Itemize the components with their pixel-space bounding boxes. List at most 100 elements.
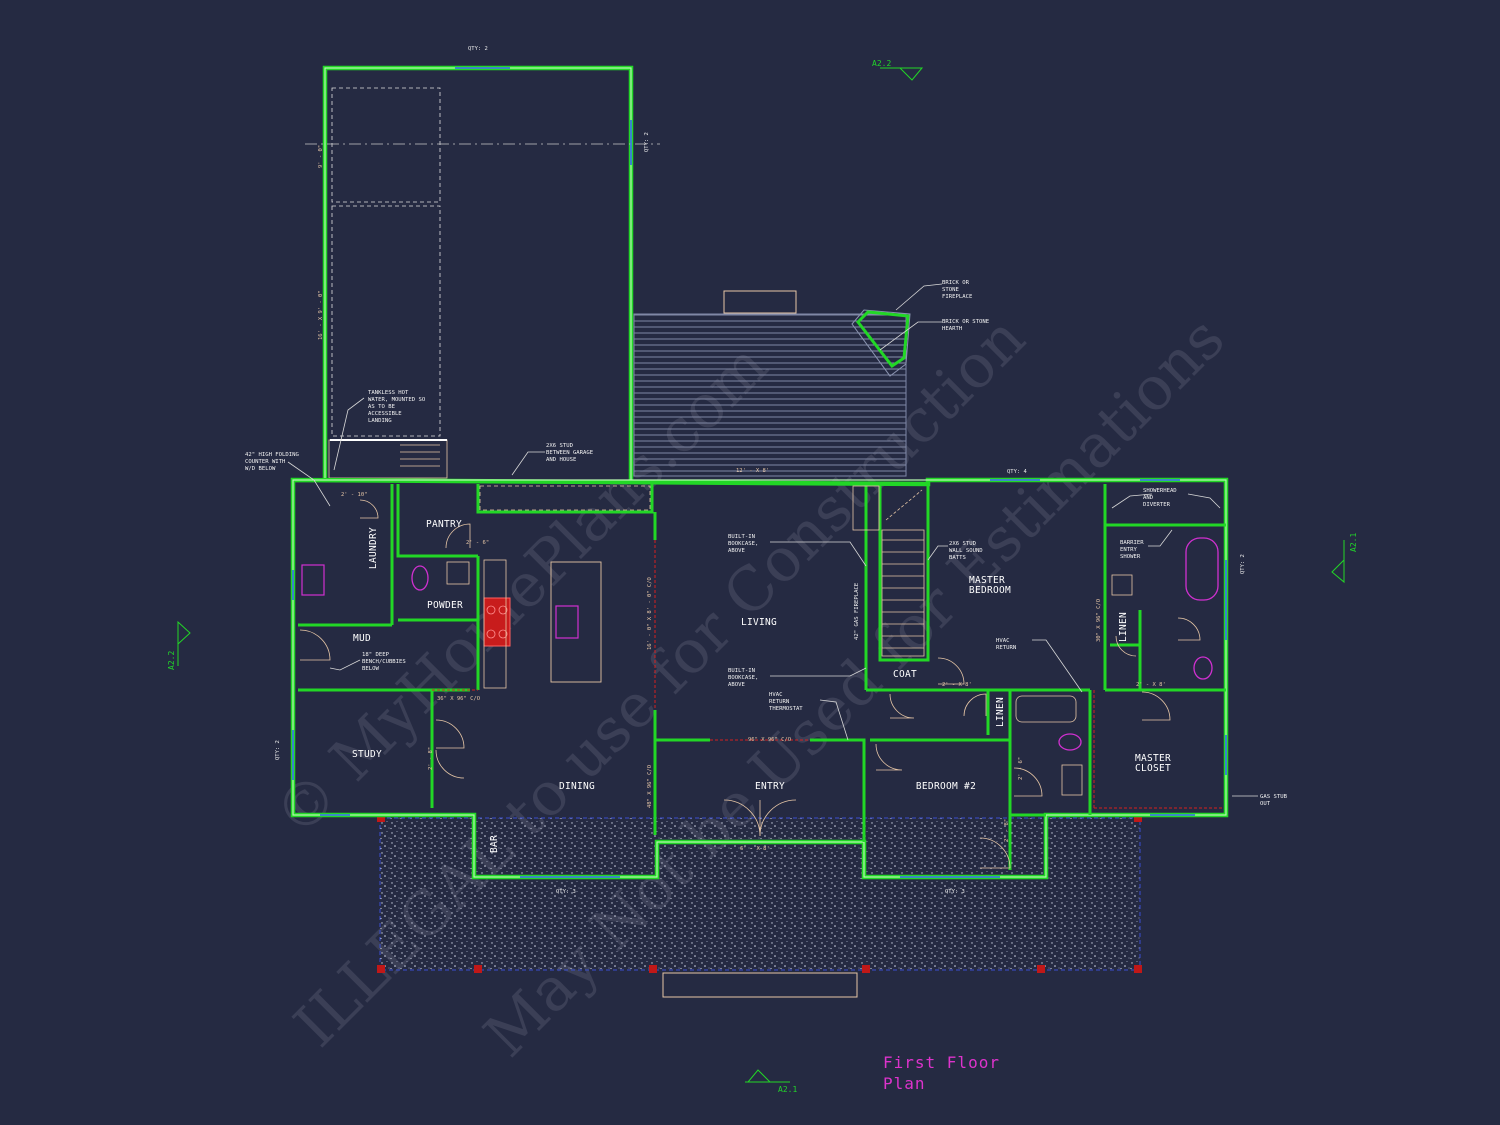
dim-door-laundry: 2' - 10" [341, 492, 368, 498]
note-cubbies: 18" DEEP BENCH/CUBBIES BELOW [362, 652, 406, 672]
svg-text:BETWEEN GARAGE: BETWEEN GARAGE [546, 450, 594, 456]
svg-text:42" HIGH FOLDING: 42" HIGH FOLDING [245, 452, 300, 458]
room-label-entry: ENTRY [755, 781, 785, 792]
svg-text:BOOKCASE,: BOOKCASE, [728, 541, 758, 547]
room-label-powder: POWDER [427, 600, 463, 611]
fireplace-hearth [851, 309, 911, 377]
room-label-linen-hall: LINEN [995, 697, 1006, 727]
stair [852, 485, 925, 657]
room-label-master-closet-2: CLOSET [1135, 763, 1171, 774]
note-showerhead: SHOWERHEAD AND DIVERTER [1143, 488, 1177, 508]
svg-text:RETURN: RETURN [769, 699, 789, 705]
drawing-title-line-1: First Floor [883, 1053, 1000, 1072]
dim-door-entry: 6' - X 8' [740, 846, 770, 852]
room-label-linen-bath: LINEN [1118, 612, 1129, 642]
note-fireplace: BRICK OR STONE FIREPLACE [942, 280, 973, 300]
note-stud-sound: 2X6 STUD WALL SOUND BATTS [949, 541, 983, 561]
dim-co-kitchen: 16' - 0" X 8' - 0" C/O [647, 577, 653, 650]
room-label-bedroom-2: BEDROOM #2 [916, 781, 976, 792]
porch-steps [662, 972, 858, 998]
porch-columns [377, 814, 1142, 973]
svg-text:AND HOUSE: AND HOUSE [546, 457, 577, 463]
note-stud-garage: 2X6 STUD BETWEEN GARAGE AND HOUSE [546, 443, 594, 463]
section-tag-left: A2.2 [167, 651, 176, 670]
leader-lines [287, 283, 1258, 797]
svg-text:BUILT-IN: BUILT-IN [728, 534, 755, 540]
fireplace [856, 310, 910, 369]
note-gas-stub: GAS STUB OUT [1260, 794, 1288, 807]
room-label-dining: DINING [559, 781, 595, 792]
svg-text:ACCESSIBLE: ACCESSIBLE [368, 411, 402, 417]
qty-garage-right: QTY: 2 [644, 132, 650, 152]
room-label-laundry: LAUNDRY [368, 527, 379, 569]
room-label-master-bedroom-2: BEDROOM [969, 585, 1011, 596]
svg-text:COUNTER WITH: COUNTER WITH [245, 459, 285, 465]
svg-text:BRICK OR STONE: BRICK OR STONE [942, 319, 990, 325]
svg-text:ABOVE: ABOVE [728, 682, 745, 688]
svg-text:STONE: STONE [942, 287, 959, 293]
rear-deck [633, 313, 907, 477]
dim-co-entry: 96" X 96" C/O [748, 737, 791, 743]
deck-steps [723, 290, 797, 314]
svg-text:AND: AND [1143, 495, 1154, 501]
note-barrier-shower: BARRIER ENTRY SHOWER [1120, 540, 1144, 560]
svg-text:ENTRY: ENTRY [1120, 547, 1137, 553]
svg-text:HVAC: HVAC [996, 638, 1009, 644]
dim-door-study: 2' - 8" [428, 747, 434, 770]
section-tag-bottom: A2.1 [778, 1085, 797, 1094]
dim-co-dining-2: 48" X 96" C/O [647, 765, 653, 808]
room-label-master-bedroom-1: MASTER [969, 575, 1005, 586]
svg-text:BELOW: BELOW [362, 666, 379, 672]
note-bookcase-bottom: BUILT-IN BOOKCASE, ABOVE [728, 668, 758, 688]
room-label-bar: BAR [489, 835, 500, 853]
dim-garage-door-1: 16' - X 9' - 0" [318, 290, 324, 340]
room-label-study: STUDY [352, 749, 382, 760]
dim-deck-door: 12' - X 8' [736, 468, 769, 474]
drawing-title-line-2: Plan [883, 1074, 926, 1093]
note-hvac-thermostat: HVAC RETURN THERMOSTAT [769, 692, 803, 712]
note-hearth: BRICK OR STONE HEARTH [942, 319, 990, 332]
qty-left: QTY: 2 [275, 740, 281, 760]
qty-right: QTY: 2 [1240, 554, 1246, 574]
note-bookcase-top: BUILT-IN BOOKCASE, ABOVE [728, 534, 758, 554]
svg-text:OUT: OUT [1260, 801, 1271, 807]
dim-co-master: 30" X 96" C/O [1096, 599, 1102, 642]
svg-text:SHOWERHEAD: SHOWERHEAD [1143, 488, 1177, 494]
svg-text:BENCH/CUBBIES: BENCH/CUBBIES [362, 659, 406, 665]
svg-text:DIVERTER: DIVERTER [1143, 502, 1171, 508]
note-hvac-return: HVAC RETURN [996, 638, 1016, 651]
room-label-master-closet-1: MASTER [1135, 753, 1171, 764]
qty-top: QTY: 2 [468, 46, 488, 52]
svg-text:TANKLESS HOT: TANKLESS HOT [368, 390, 409, 396]
svg-text:BATTS: BATTS [949, 555, 966, 561]
section-tag-right: A2.1 [1349, 533, 1358, 552]
room-label-mud: MUD [353, 633, 371, 644]
svg-text:2X6 STUD: 2X6 STUD [546, 443, 574, 449]
svg-text:AS TO BE: AS TO BE [368, 404, 396, 410]
svg-text:LANDING: LANDING [368, 418, 392, 424]
svg-text:WALL SOUND: WALL SOUND [949, 548, 983, 554]
svg-text:GAS STUB: GAS STUB [1260, 794, 1288, 800]
svg-text:HVAC: HVAC [769, 692, 782, 698]
svg-text:BRICK OR: BRICK OR [942, 280, 970, 286]
dim-door-bed2: 2' - 8" [1004, 819, 1010, 842]
svg-text:W/D BELOW: W/D BELOW [245, 466, 276, 472]
dim-door-pantry: 2' - 6" [466, 540, 489, 546]
plumbing-fixtures [301, 537, 1219, 796]
svg-text:RETURN: RETURN [996, 645, 1016, 651]
dim-co-dining: 36" X 96" C/O [437, 696, 480, 702]
svg-text:BOOKCASE,: BOOKCASE, [728, 675, 758, 681]
note-tankless: TANKLESS HOT WATER, MOUNTED SO AS TO BE … [368, 390, 426, 424]
dim-door-coat: 2' - X 8' [942, 682, 972, 688]
svg-text:FIREPLACE: FIREPLACE [942, 294, 973, 300]
svg-text:18" DEEP: 18" DEEP [362, 652, 390, 658]
kitchen [479, 485, 651, 689]
note-gas-fireplace: 42" GAS FIREPLACE [854, 582, 860, 640]
windows [292, 67, 1227, 878]
garage [305, 65, 660, 483]
doors [299, 499, 1201, 869]
room-label-pantry: PANTRY [426, 519, 462, 530]
qty-front-right: QTY: 3 [945, 889, 965, 895]
interior-walls [298, 484, 1226, 870]
